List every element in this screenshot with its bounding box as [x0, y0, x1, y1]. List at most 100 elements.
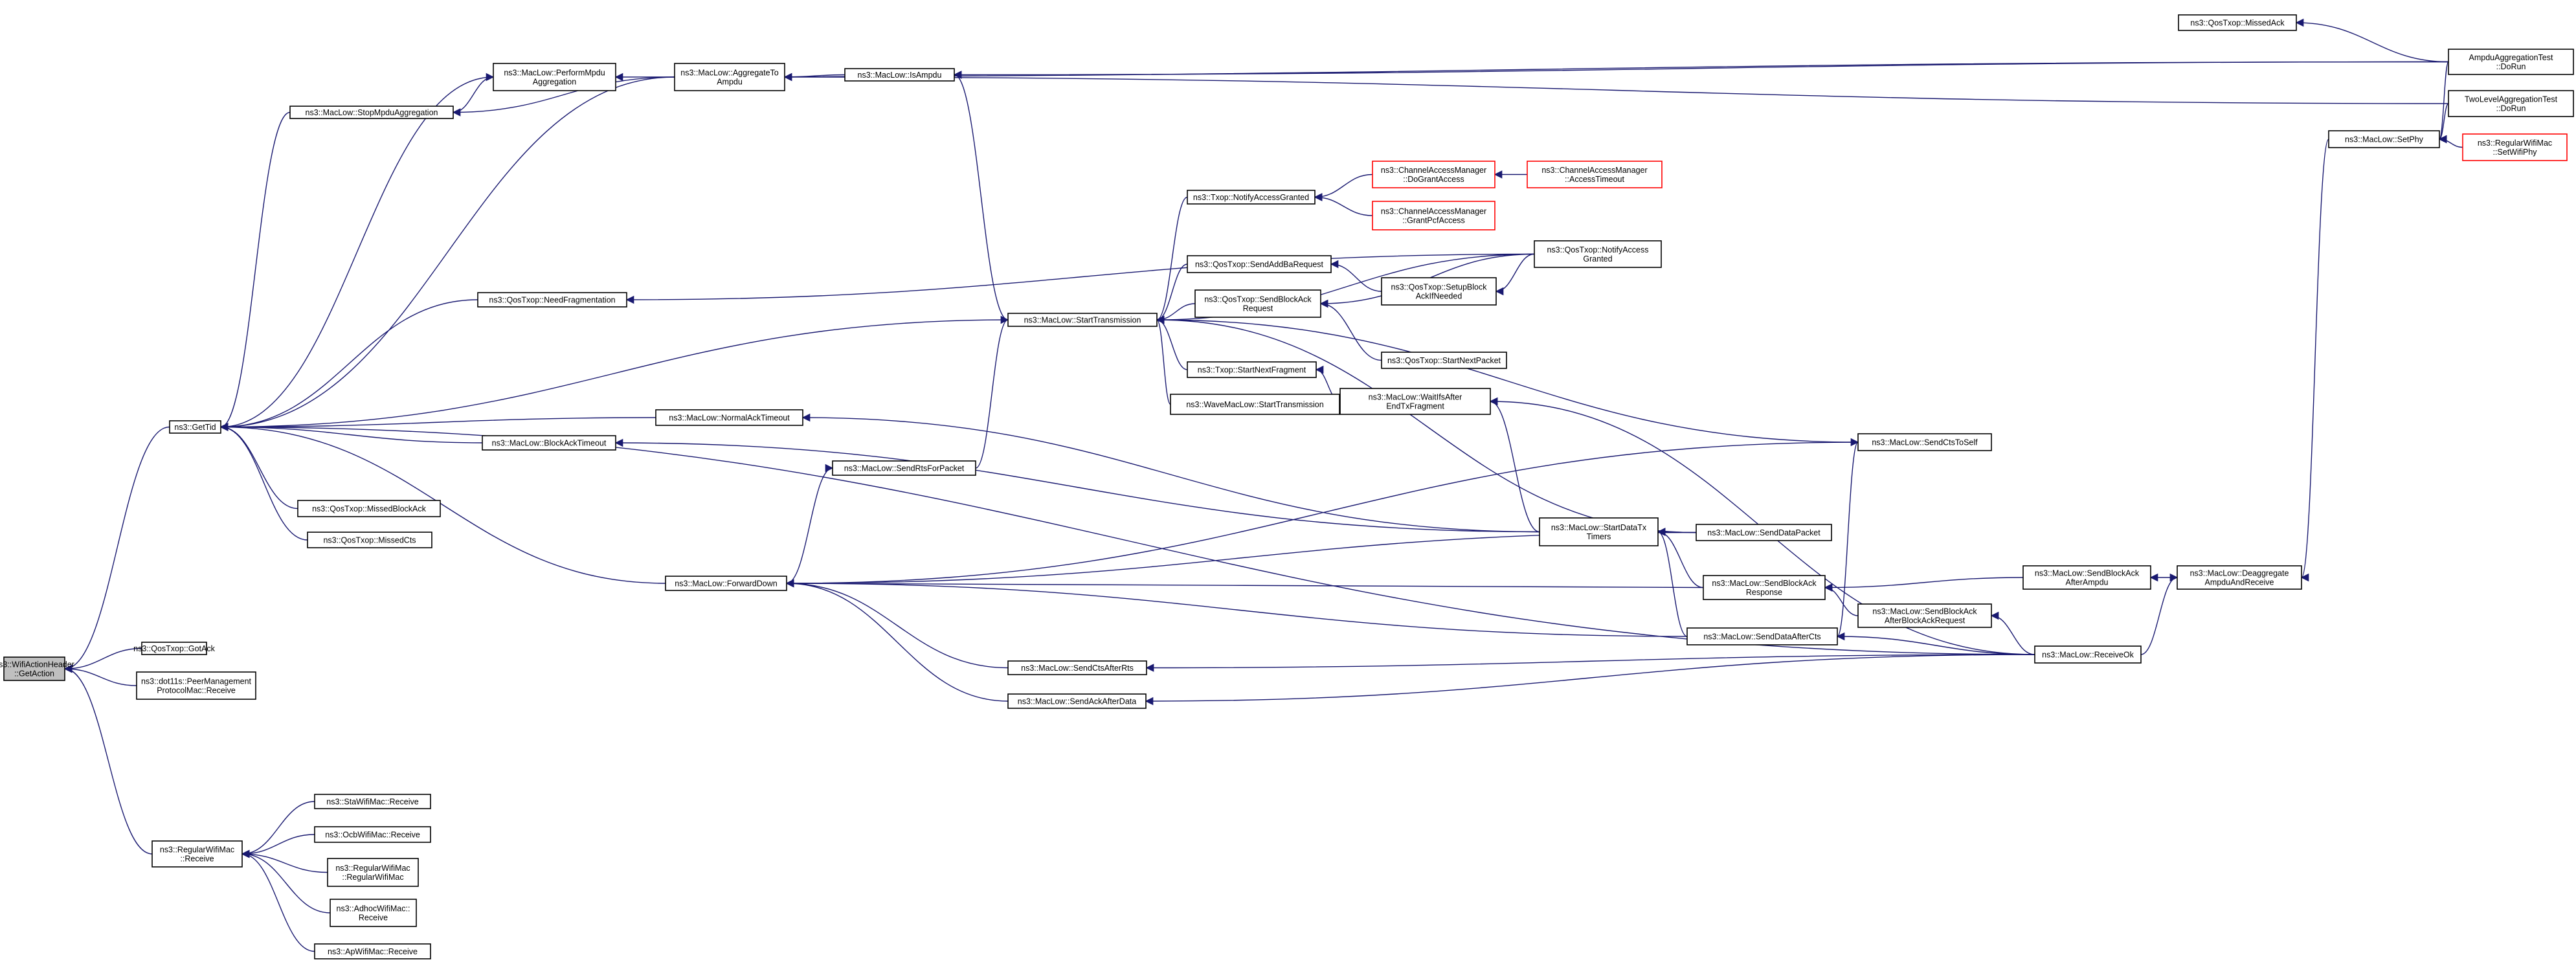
node-gettid[interactable]: ns3::GetTid [169, 420, 221, 434]
call-edge-receiveok-to-sendblockackafterbar [1990, 611, 2035, 655]
node-ocbreceive[interactable]: ns3::OcbWifiMac::Receive [314, 826, 431, 843]
node-label-line: ns3::RegularWifiMac [335, 864, 410, 873]
node-sendrts[interactable]: ns3::MacLow::SendRtsForPacket [832, 460, 976, 476]
node-box [330, 899, 417, 927]
node-label-line: ns3::MacLow::SendBlockAck [2035, 569, 2140, 578]
node-ampdutest[interactable]: AmpduAggregationTest::DoRun [2448, 49, 2574, 75]
node-box [1539, 517, 1659, 546]
node-label-line: ns3::MacLow::SendDataPacket [1707, 528, 1820, 537]
node-maclowsetphy[interactable]: ns3::MacLow::SetPhy [2328, 130, 2440, 148]
call-edge-receiveok-to-deaggregate [2140, 573, 2178, 655]
node-label-line: ns3::StaWifiMac::Receive [326, 798, 418, 807]
node-senddataaftercts[interactable]: ns3::MacLow::SendDataAfterCts [1686, 627, 1838, 645]
node-label-line: EndTxFragment [1386, 402, 1444, 411]
node-camgrantpcf[interactable]: ns3::ChannelAccessManager::GrantPcfAcces… [1372, 201, 1495, 230]
node-adhocreceive[interactable]: ns3::AdhocWifiMac::Receive [330, 899, 417, 927]
node-label-line: ProtocolMac::Receive [157, 686, 236, 695]
node-normalack[interactable]: ns3::MacLow::NormalAckTimeout [655, 409, 803, 426]
node-stopmpdu[interactable]: ns3::MacLow::StopMpduAggregation [289, 106, 454, 119]
node-sendctsafterrts[interactable]: ns3::MacLow::SendCtsAfterRts [1007, 660, 1147, 675]
node-box [1686, 627, 1838, 645]
node-dot11s[interactable]: ns3::dot11s::PeerManagementProtocolMac::… [136, 671, 256, 700]
node-label-line: ns3::MacLow::AggregateTo [680, 69, 779, 78]
node-label-line: ns3::MacLow::SendBlockAck [1712, 579, 1817, 588]
node-missedcts[interactable]: ns3::QosTxop::MissedCts [307, 532, 432, 548]
node-box [1372, 161, 1495, 188]
call-edge-dot11s-to-root [63, 664, 137, 686]
node-label-line: ns3::QosTxop::MissedCts [323, 536, 416, 545]
node-wavemaclow[interactable]: ns3::WaveMacLow::StartTransmission [1170, 394, 1340, 415]
node-forwarddown[interactable]: ns3::MacLow::ForwardDown [665, 576, 787, 591]
node-label-line: ns3::MacLow::ForwardDown [675, 579, 777, 588]
node-box [1194, 289, 1321, 318]
edges-layer [63, 18, 2463, 952]
call-edge-ampdutest-to-qosmissedack [2295, 18, 2449, 63]
node-box [1381, 352, 1507, 369]
node-qosgotack[interactable]: ns3::QosTxop::GotAck [133, 642, 216, 655]
node-blockacktimeout[interactable]: ns3::MacLow::BlockAckTimeout [482, 435, 616, 451]
node-label-line: Granted [1583, 254, 1612, 263]
node-receiveok[interactable]: ns3::MacLow::ReceiveOk [2034, 645, 2142, 664]
node-qosnotify[interactable]: ns3::QosTxop::NotifyAccessGranted [1534, 240, 1662, 268]
node-box [2328, 130, 2440, 148]
node-txopstartnextfrag[interactable]: ns3::Txop::StartNextFragment [1187, 361, 1317, 378]
node-label-line: Request [1243, 304, 1273, 313]
node-label-line: ns3::MacLow::BlockAckTimeout [492, 439, 607, 448]
call-edge-stopmpdu-to-gettid [219, 111, 291, 431]
node-stareceive[interactable]: ns3::StaWifiMac::Receive [314, 794, 431, 809]
call-edge-camgrantpcf-to-txopnotify [1314, 193, 1373, 216]
node-twoleveltest[interactable]: TwoLevelAggregationTest::DoRun [2448, 90, 2574, 117]
node-label-line: ns3::MacLow::SendCtsAfterRts [1021, 664, 1134, 673]
node-box [655, 409, 803, 426]
call-edge-sendblockackafterbar-to-sendblockackresp [1824, 583, 1859, 616]
call-edge-missedblockack-to-gettid [219, 423, 298, 510]
node-label-line: ns3::RegularWifiMac [160, 846, 234, 855]
node-missedblockack[interactable]: ns3::QosTxop::MissedBlockAck [297, 500, 441, 517]
node-regsetwifiphy[interactable]: ns3::RegularWifiMac::SetWifiPhy [2462, 133, 2568, 161]
node-txopnotify[interactable]: ns3::Txop::NotifyAccessGranted [1187, 190, 1316, 205]
node-sendctstoself[interactable]: ns3::MacLow::SendCtsToSelf [1857, 433, 1992, 451]
node-box [832, 460, 976, 476]
node-isampdu[interactable]: ns3::MacLow::IsAmpdu [844, 68, 955, 82]
node-box [1372, 201, 1495, 230]
call-edge-sendctsafterrts-to-forwarddown [785, 579, 1009, 669]
node-sendblockackafterbar[interactable]: ns3::MacLow::SendBlockAckAfterBlockAckRe… [1857, 603, 1992, 628]
node-needfrag[interactable]: ns3::QosTxop::NeedFragmentation [477, 292, 627, 308]
node-box [141, 642, 207, 655]
node-sendackafterdata[interactable]: ns3::MacLow::SendAckAfterData [1007, 693, 1147, 709]
node-camdogrant[interactable]: ns3::ChannelAccessManager::DoGrantAccess [1372, 161, 1495, 188]
node-label-line: TwoLevelAggregationTest [2465, 95, 2558, 104]
call-edge-senddataaftercts-to-startdatatxtimers [1657, 528, 1688, 637]
node-starttx[interactable]: ns3::MacLow::StartTransmission [1007, 313, 1158, 327]
call-edge-sendrts-to-starttx [975, 315, 1009, 469]
node-apreceive[interactable]: ns3::ApWifiMac::Receive [314, 943, 431, 959]
node-box [307, 532, 432, 548]
node-qosmissedack[interactable]: ns3::QosTxop::MissedAck [2178, 14, 2297, 31]
node-label-line: ns3::MacLow::SendDataAfterCts [1703, 633, 1820, 642]
node-senddatapacket[interactable]: ns3::MacLow::SendDataPacket [1696, 524, 1832, 541]
node-qosstartnextpacket[interactable]: ns3::QosTxop::StartNextPacket [1381, 352, 1507, 369]
call-edge-sendackafterdata-to-forwarddown [785, 579, 1009, 702]
node-camaccesstimeout[interactable]: ns3::ChannelAccessManager::AccessTimeout [1527, 161, 1663, 188]
node-box [314, 794, 431, 809]
node-regctor[interactable]: ns3::RegularWifiMac::RegularWifiMac [327, 858, 419, 887]
node-box [1007, 660, 1147, 675]
node-label-line: ns3::MacLow::SendCtsToSelf [1872, 438, 1978, 447]
call-edge-forwarddown-to-sendrts [786, 464, 834, 584]
node-label-line: ns3::QosTxop::NeedFragmentation [489, 296, 615, 305]
node-root[interactable]: ns3::WifiActionHeader::GetAction [0, 656, 74, 681]
call-edge-starttx-to-isampdu [953, 71, 1009, 320]
node-label-line: ::RegularWifiMac [342, 873, 403, 882]
node-regrecv[interactable]: ns3::RegularWifiMac::Receive [151, 840, 243, 868]
node-qossendaddba[interactable]: ns3::QosTxop::SendAddBaRequest [1187, 255, 1332, 273]
node-box [493, 63, 616, 91]
